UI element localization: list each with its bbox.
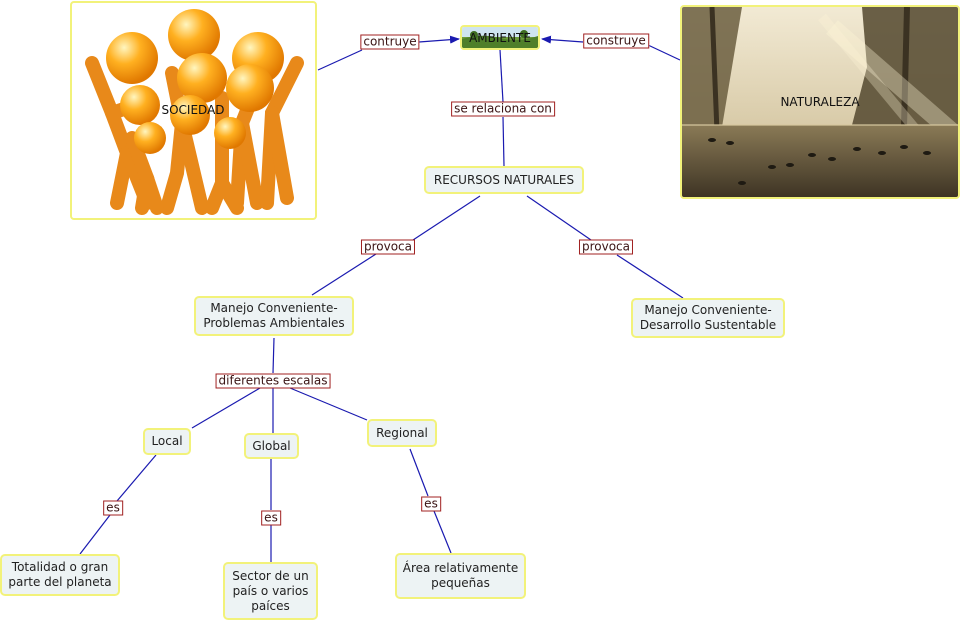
link-provoca-left-manejo — [311, 253, 377, 296]
ambiente-label: AMBIENTE — [469, 31, 531, 45]
global-node[interactable]: Global — [244, 433, 299, 459]
link-label-se-relaciona[interactable]: se relaciona con — [451, 101, 555, 117]
area-node[interactable]: Área relativamente pequeñas — [395, 553, 526, 599]
manejo-problemas-node[interactable]: Manejo Conveniente- Problemas Ambientale… — [194, 296, 354, 336]
link-construye-ambiente — [541, 35, 584, 44]
link-manejo-escalas — [272, 337, 275, 374]
link-recursos-provoca-right — [526, 195, 592, 241]
link-label-construye[interactable]: construye — [583, 33, 649, 49]
sector-node[interactable]: Sector de un país o varios paíces — [223, 562, 318, 620]
link-ambiente-serelaciona — [499, 49, 504, 103]
ambiente-node[interactable] — [460, 25, 540, 50]
link-label-provoca-right[interactable]: provoca — [578, 239, 634, 255]
link-naturaleza-construye — [647, 44, 681, 61]
link-label-es-local[interactable]: es — [103, 500, 123, 516]
regional-node[interactable]: Regional — [367, 419, 437, 447]
link-escalas-regional — [289, 387, 368, 421]
link-local-es — [116, 454, 157, 502]
link-recursos-provoca-left — [412, 195, 481, 241]
link-sociedad-contruye — [317, 49, 363, 71]
link-es-area — [433, 510, 452, 554]
link-regional-es — [409, 448, 429, 497]
totalidad-node[interactable]: Totalidad o gran parte del planeta — [0, 554, 120, 596]
sociedad-label: SOCIEDAD — [161, 103, 225, 117]
local-node[interactable]: Local — [143, 428, 191, 455]
link-label-contruye[interactable]: contruye — [360, 34, 420, 50]
link-provoca-right-manejo — [616, 254, 684, 299]
link-serelaciona-recursos — [502, 116, 505, 167]
link-es-totalidad — [79, 514, 111, 555]
naturaleza-image-node[interactable] — [680, 5, 960, 199]
landscape-thumbnail-icon — [462, 27, 538, 48]
recursos-naturales-node[interactable]: RECURSOS NATURALES — [424, 166, 584, 194]
naturaleza-label: NATURALEZA — [780, 95, 860, 109]
link-label-es-regional[interactable]: es — [421, 496, 441, 512]
link-label-provoca-left[interactable]: provoca — [360, 239, 416, 255]
manejo-desarrollo-node[interactable]: Manejo Conveniente- Desarrollo Sustentab… — [631, 298, 785, 338]
sociedad-image-node[interactable] — [70, 1, 317, 220]
link-label-es-global[interactable]: es — [261, 510, 281, 526]
link-label-diferentes-escalas[interactable]: diferentes escalas — [215, 373, 331, 389]
link-contruye-ambiente — [418, 35, 460, 44]
link-escalas-local — [191, 387, 261, 429]
forest-lake-photo — [682, 7, 958, 197]
people-group-icon — [85, 9, 304, 215]
